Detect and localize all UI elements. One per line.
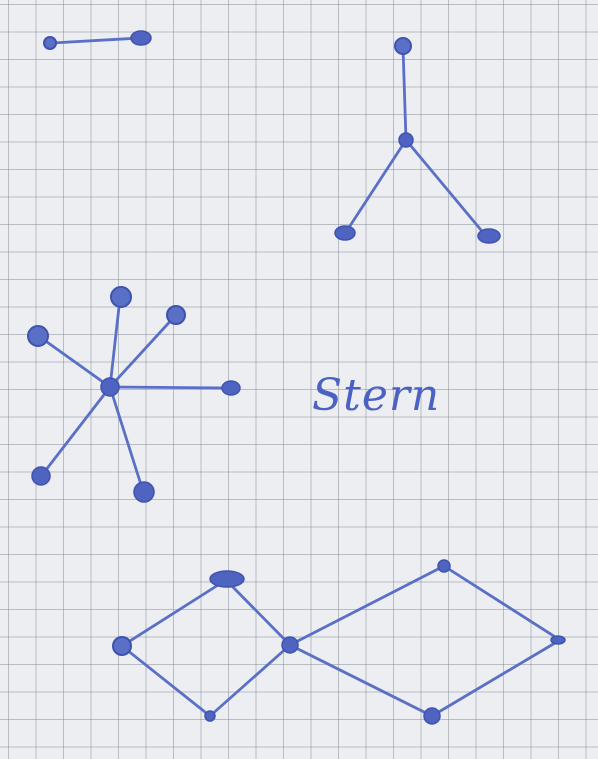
vertex — [550, 635, 566, 645]
vertex — [477, 228, 501, 244]
edge — [40, 385, 112, 477]
edge — [344, 138, 408, 234]
vertex — [110, 286, 132, 308]
edge — [120, 644, 212, 718]
star-graph — [27, 286, 241, 503]
edge — [50, 36, 142, 45]
vertex — [221, 380, 241, 396]
edge — [120, 578, 228, 648]
vertex — [27, 325, 49, 347]
vertex — [398, 132, 414, 148]
vertex — [130, 30, 152, 46]
edge — [108, 314, 177, 389]
vertex — [100, 377, 120, 397]
double-diamond-graph — [112, 559, 566, 725]
vertex — [43, 36, 57, 50]
vertex — [209, 570, 245, 588]
vertex — [394, 37, 412, 55]
edge — [404, 138, 488, 238]
caption-label: Stern — [312, 370, 440, 421]
vertex — [281, 636, 299, 654]
claw-graph — [334, 37, 501, 244]
vertex — [334, 225, 356, 241]
edge — [108, 385, 145, 493]
vertex — [204, 710, 216, 722]
edge — [108, 385, 232, 390]
edge — [401, 45, 408, 142]
edge-graph — [43, 30, 152, 50]
edge — [288, 564, 446, 647]
vertex — [423, 707, 441, 725]
edge — [38, 335, 112, 389]
edge — [208, 643, 292, 718]
vertex — [31, 466, 51, 486]
vertex — [133, 481, 155, 503]
vertex — [437, 559, 451, 573]
edge — [442, 564, 562, 642]
edge — [108, 296, 122, 389]
edge — [430, 638, 562, 718]
edge — [288, 643, 434, 718]
vertex — [112, 636, 132, 656]
vertex — [166, 305, 186, 325]
edge — [224, 578, 292, 647]
